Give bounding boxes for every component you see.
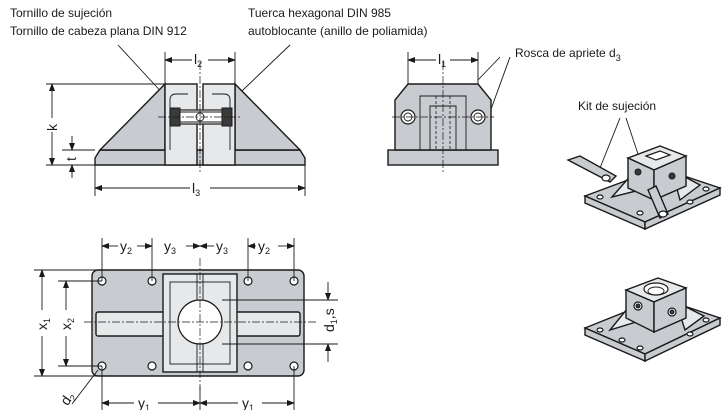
side-view <box>387 62 499 172</box>
dim-l1: l1 <box>438 51 446 69</box>
callout-labels: Tornillo de sujeción Tornillo de cabeza … <box>10 6 656 113</box>
label-clamping-screw: Tornillo de sujeción <box>10 6 112 20</box>
isometric-without-kit <box>583 277 722 363</box>
dim-x1: x1 <box>34 318 52 330</box>
dim-y2-right: y2 <box>258 238 270 256</box>
dim-t: t <box>63 157 79 161</box>
dim-y3-right: y3 <box>216 238 228 256</box>
front-view <box>94 62 306 172</box>
dim-k: k <box>44 123 60 131</box>
label-flat-head-screw: Tornillo de cabeza plana DIN 912 <box>10 24 187 38</box>
dim-l2: l2 <box>194 51 202 69</box>
top-view <box>84 258 318 390</box>
dim-d2: d2 <box>57 388 79 409</box>
label-clamping-thread: Rosca de apriete d3 <box>515 46 621 63</box>
side-view-dimensions: l1 <box>407 51 479 84</box>
dim-y1-right: y1 <box>242 395 254 410</box>
label-self-locking: autoblocante (anillo de poliamida) <box>248 24 427 38</box>
dim-y1-left: y1 <box>138 395 150 410</box>
dim-y3-left: y3 <box>164 238 176 256</box>
isometric-with-kit <box>566 145 722 231</box>
label-clamping-thread-text: Rosca de apriete d <box>515 46 616 60</box>
dim-d1s: d1,s <box>321 308 339 332</box>
label-clamping-kit: Kit de sujeción <box>578 99 656 113</box>
dim-x2: x2 <box>58 318 76 330</box>
dim-y2-left: y2 <box>120 238 132 256</box>
label-hex-nut: Tuerca hexagonal DIN 985 <box>248 6 391 20</box>
front-view-dimensions: l2 k t l3 <box>44 51 306 198</box>
dim-l3: l3 <box>192 180 200 198</box>
label-clamping-thread-sub: 3 <box>616 53 621 63</box>
